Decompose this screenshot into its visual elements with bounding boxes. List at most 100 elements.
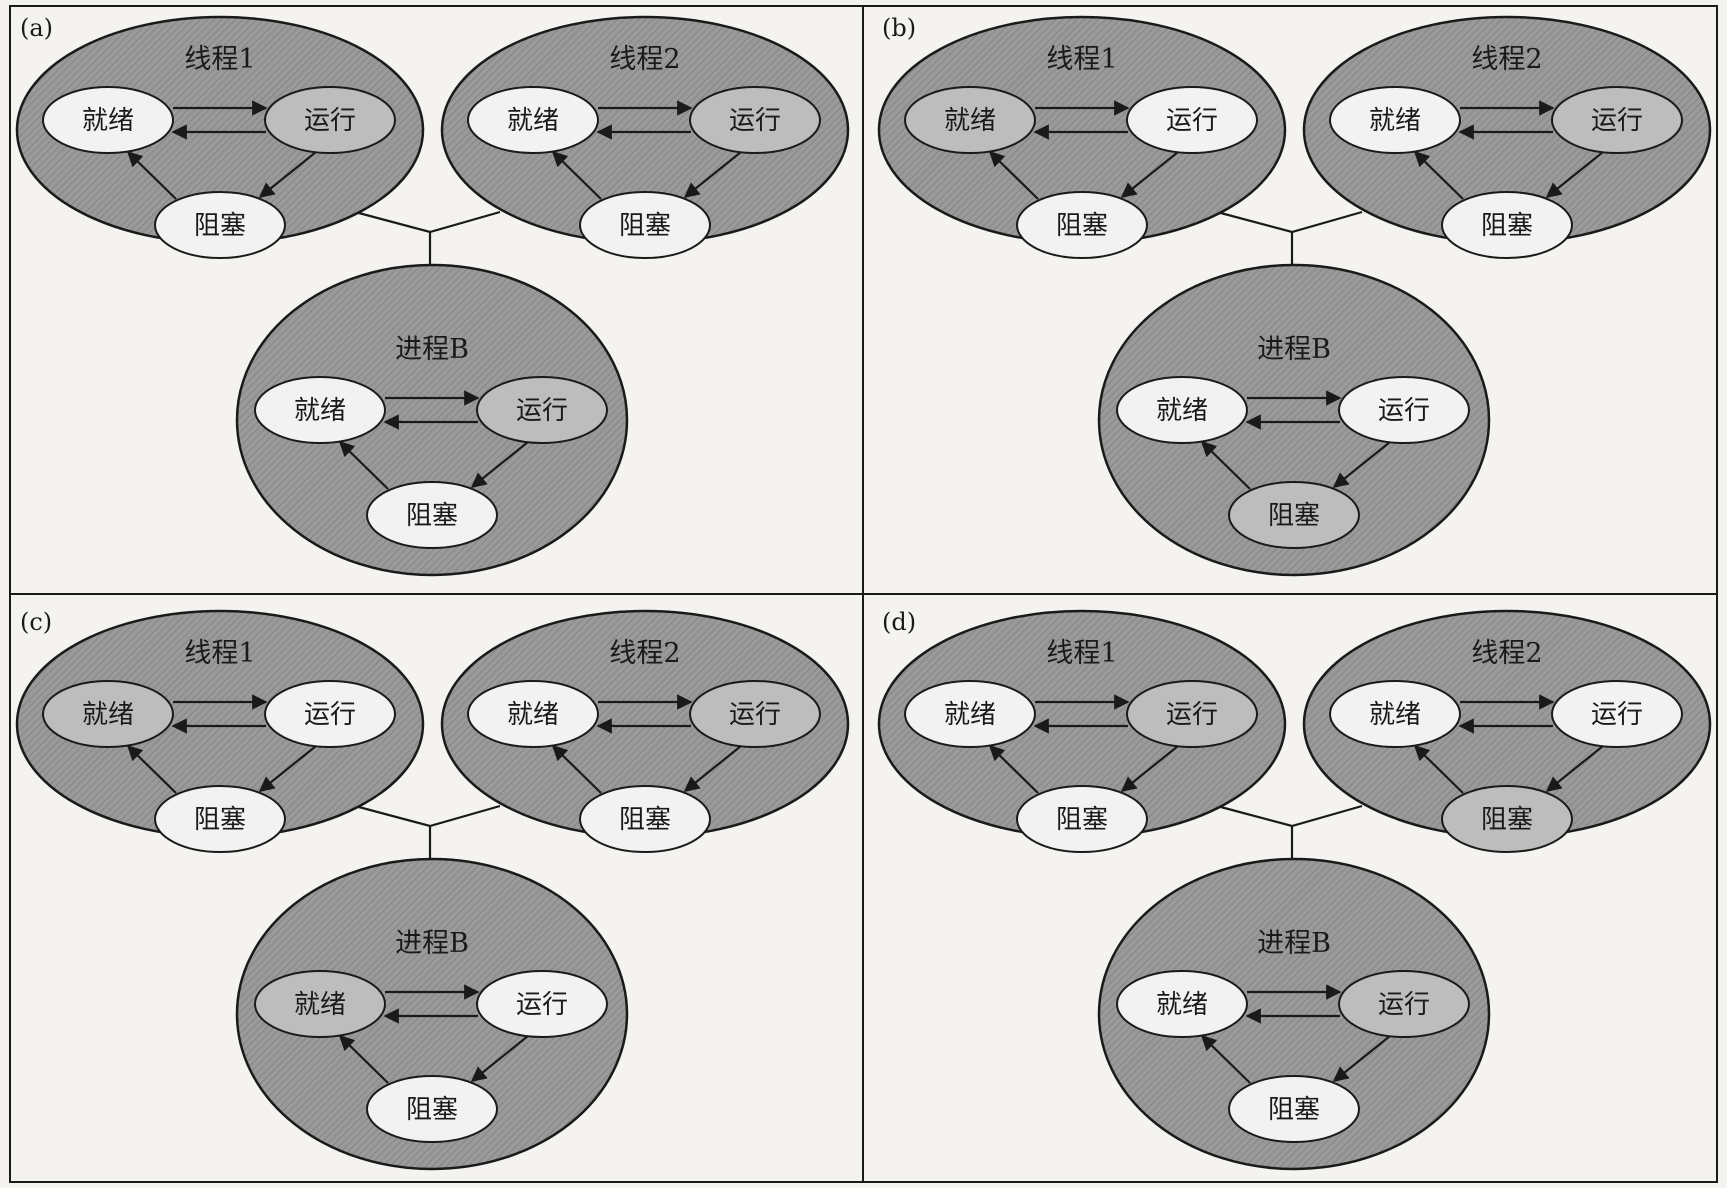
arrow-blocked-to-ready [338, 1034, 389, 1084]
state-blocked-ellipse [366, 1075, 498, 1143]
state-blocked-label: 阻塞 [1268, 501, 1320, 531]
panel-label: (a) [20, 14, 53, 42]
thread2-title: 线程2 [1471, 638, 1542, 669]
state-running-label: 运行 [1591, 700, 1643, 730]
thread1-title: 线程1 [184, 638, 255, 669]
state-ready-label: 就绪 [1156, 396, 1208, 426]
state-blocked-label: 阻塞 [194, 805, 246, 835]
state-running-label: 运行 [516, 396, 568, 426]
thread1-bubble: 线程1就绪运行阻塞 [877, 15, 1287, 259]
thread2-title: 线程2 [1471, 44, 1542, 75]
process-title: 进程B [395, 334, 469, 365]
connector-threads [354, 210, 501, 234]
state-blocked-label: 阻塞 [406, 501, 458, 531]
panel-label: (b) [882, 14, 916, 42]
state-blocked-ellipse [154, 191, 286, 259]
panel-label: (d) [882, 608, 916, 636]
arrow-running-to-blocked [1120, 745, 1179, 792]
state-ready-ellipse [42, 680, 174, 748]
state-running-ellipse [1338, 376, 1470, 444]
arrow-blocked-to-ready [1413, 150, 1464, 200]
state-blocked-label: 阻塞 [1481, 805, 1533, 835]
process-bubble: 进程B就绪运行阻塞 [1097, 857, 1491, 1171]
panel-c: 线程1就绪运行阻塞线程2就绪运行阻塞进程B就绪运行阻塞(c) [15, 608, 850, 1171]
connector-threads [354, 804, 501, 828]
arrow-blocked-to-ready [1200, 440, 1251, 490]
state-blocked-label: 阻塞 [1268, 1095, 1320, 1125]
arrow-running-to-blocked [258, 745, 317, 792]
arrow-blocked-to-ready [126, 744, 177, 794]
state-ready-label: 就绪 [1369, 700, 1421, 730]
arrow-running-to-blocked [683, 745, 742, 792]
state-running-ellipse [1126, 680, 1258, 748]
state-running-label: 运行 [729, 700, 781, 730]
arrow-blocked-to-ready [551, 150, 602, 200]
state-running-label: 运行 [1378, 396, 1430, 426]
state-ready-label: 就绪 [1369, 106, 1421, 136]
thread2-bubble: 线程2就绪运行阻塞 [1302, 15, 1712, 259]
process-ellipse [1097, 263, 1491, 577]
state-ready-ellipse [1329, 680, 1461, 748]
state-running-ellipse [689, 680, 821, 748]
state-ready-ellipse [254, 970, 386, 1038]
state-blocked-label: 阻塞 [1481, 211, 1533, 241]
state-blocked-label: 阻塞 [619, 805, 671, 835]
state-running-ellipse [1126, 86, 1258, 154]
thread2-title: 线程2 [609, 44, 680, 75]
state-blocked-ellipse [1441, 785, 1573, 853]
state-running-ellipse [476, 970, 608, 1038]
arrow-running-to-blocked [1545, 745, 1604, 792]
state-ready-ellipse [1329, 86, 1461, 154]
panel-d: 线程1就绪运行阻塞线程2就绪运行阻塞进程B就绪运行阻塞(d) [877, 608, 1712, 1171]
panel-label: (c) [20, 608, 52, 636]
process-ellipse [235, 857, 629, 1171]
state-ready-label: 就绪 [1156, 990, 1208, 1020]
state-running-label: 运行 [516, 990, 568, 1020]
state-blocked-ellipse [1441, 191, 1573, 259]
state-running-ellipse [1551, 680, 1683, 748]
arrow-blocked-to-ready [1200, 1034, 1251, 1084]
connector-threads [1216, 804, 1363, 828]
arrow-blocked-to-ready [988, 744, 1039, 794]
state-ready-ellipse [904, 86, 1036, 154]
state-ready-ellipse [904, 680, 1036, 748]
state-ready-label: 就绪 [944, 106, 996, 136]
thread1-bubble: 线程1就绪运行阻塞 [15, 15, 425, 259]
state-running-ellipse [1338, 970, 1470, 1038]
state-blocked-label: 阻塞 [1056, 805, 1108, 835]
arrow-running-to-blocked [683, 151, 742, 198]
state-blocked-ellipse [1228, 481, 1360, 549]
state-running-label: 运行 [1166, 106, 1218, 136]
arrow-blocked-to-ready [551, 744, 602, 794]
state-blocked-ellipse [154, 785, 286, 853]
connector-threads [1216, 210, 1363, 234]
arrow-running-to-blocked [470, 1035, 529, 1082]
state-ready-label: 就绪 [82, 700, 134, 730]
state-running-ellipse [264, 680, 396, 748]
arrow-running-to-blocked [258, 151, 317, 198]
state-ready-ellipse [467, 86, 599, 154]
state-running-label: 运行 [1378, 990, 1430, 1020]
arrow-running-to-blocked [1332, 1035, 1391, 1082]
thread1-title: 线程1 [1046, 638, 1117, 669]
state-blocked-ellipse [579, 191, 711, 259]
arrow-blocked-to-ready [1413, 744, 1464, 794]
state-ready-label: 就绪 [294, 396, 346, 426]
thread1-title: 线程1 [184, 44, 255, 75]
thread2-title: 线程2 [609, 638, 680, 669]
state-ready-ellipse [1116, 376, 1248, 444]
arrow-running-to-blocked [1545, 151, 1604, 198]
state-blocked-ellipse [1016, 191, 1148, 259]
state-ready-label: 就绪 [82, 106, 134, 136]
state-running-ellipse [1551, 86, 1683, 154]
thread1-bubble: 线程1就绪运行阻塞 [877, 609, 1287, 853]
state-ready-label: 就绪 [507, 700, 559, 730]
arrow-blocked-to-ready [338, 440, 389, 490]
state-running-ellipse [476, 376, 608, 444]
process-ellipse [235, 263, 629, 577]
state-running-label: 运行 [304, 700, 356, 730]
